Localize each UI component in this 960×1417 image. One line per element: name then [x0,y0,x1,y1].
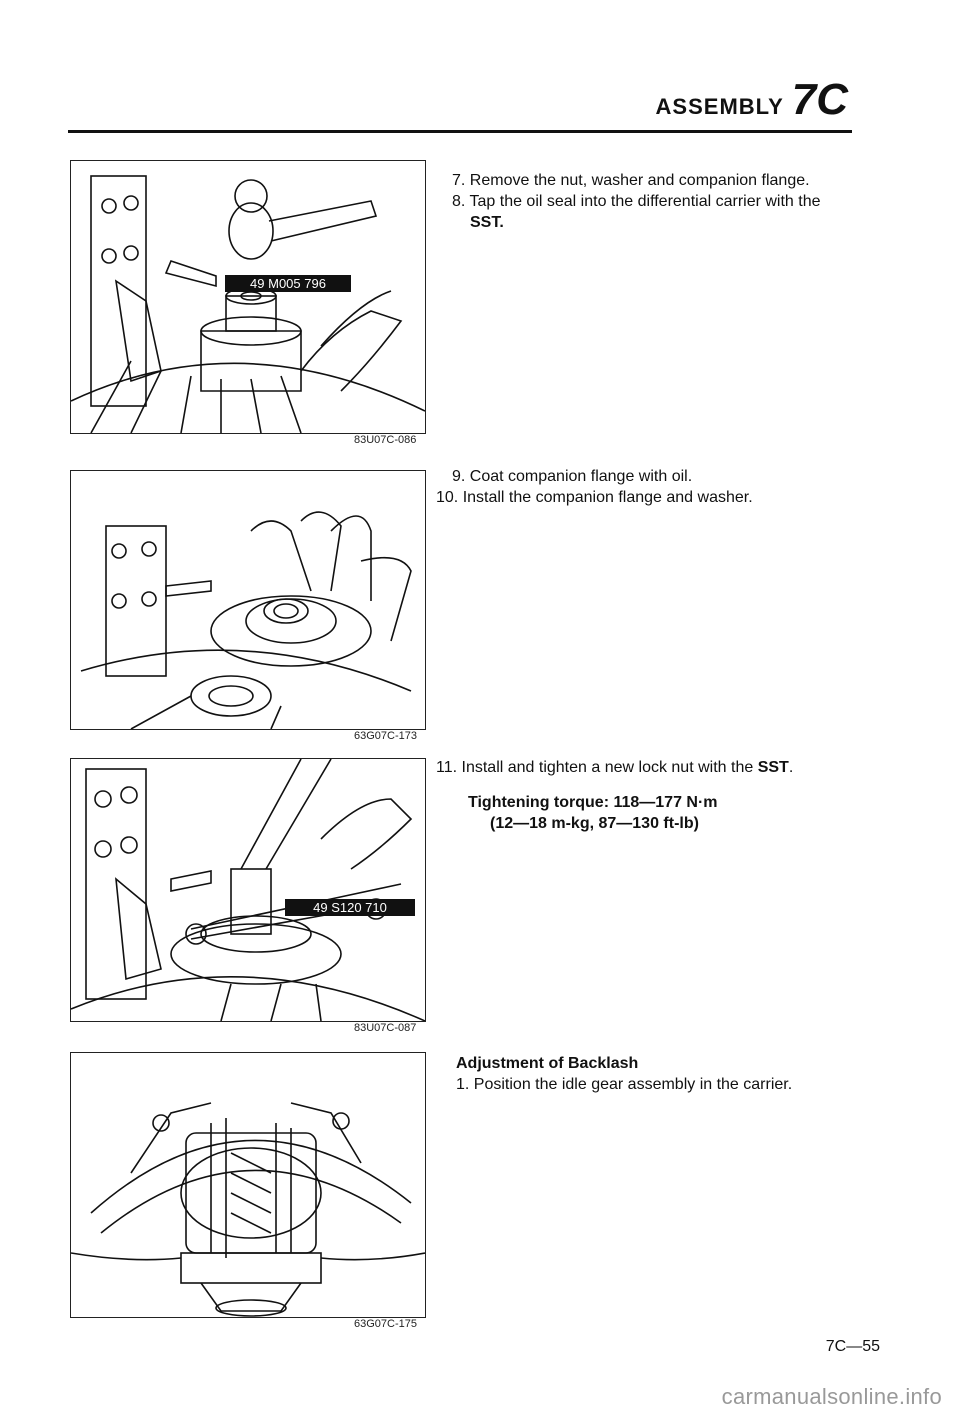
sst-label-2: 49 S120 710 [313,900,387,915]
torque-line-2: (12—18 m-kg, 87—130 ft-lb) [490,815,699,832]
figure-companion-flange-drawing [80,511,412,729]
backlash-block: Adjustment of Backlash 1. Position the i… [436,1053,876,1095]
step-11-period: . [788,759,794,776]
step-11: 11. Install and tighten a new lock nut w… [436,757,876,778]
step-7: 7. Remove the nut, washer and companion … [452,172,810,189]
figure-lock-nut-tighten: 49 S120 710 [70,758,426,1022]
step-10: 10. Install the companion flange and was… [436,489,753,506]
page-number: 7C—55 [825,1338,880,1355]
step-8: 8. Tap the oil seal into the differentia… [452,193,821,210]
figure-code-4: 63G07C-175 [354,1318,417,1330]
step-8-sst: SST. [470,214,504,231]
header-section: 7C [791,75,848,124]
step-11-block: 11. Install and tighten a new lock nut w… [436,757,876,834]
figure-lock-nut-tighten-drawing: 49 S120 710 [71,759,425,1021]
tightening-torque: Tightening torque: 118—177 N·m (12—18 m-… [436,792,876,834]
steps-9-10: 9. Coat companion flange with oil. 10. I… [436,466,876,508]
steps-7-8: 7. Remove the nut, washer and companion … [436,170,876,233]
header-rule [68,130,852,133]
step-11-text: 11. Install and tighten a new lock nut w… [436,759,758,776]
figure-code-1: 83U07C-086 [354,434,417,446]
backlash-heading: Adjustment of Backlash [456,1055,639,1072]
figure-companion-flange [70,470,426,730]
sst-label-1: 49 M005 796 [250,276,326,291]
step-9: 9. Coat companion flange with oil. [452,468,693,485]
page-header: ASSEMBLY 7C [656,78,848,122]
torque-line-1: Tightening torque: 118—177 N·m [468,794,718,811]
step-11-sst: SST [757,759,789,776]
header-title: ASSEMBLY [655,94,784,119]
figure-code-3: 83U07C-087 [354,1022,417,1034]
figure-code-2: 63G07C-173 [354,730,417,742]
step-1: 1. Position the idle gear assembly in th… [456,1076,793,1093]
figure-idle-gear-assembly-drawing [71,1102,425,1317]
figure-oil-seal-install-drawing: 49 M005 796 [71,175,425,433]
figure-idle-gear-assembly [70,1052,426,1318]
figure-oil-seal-install: 49 M005 796 [70,160,426,434]
watermark: carmanualsonline.info [721,1384,942,1409]
